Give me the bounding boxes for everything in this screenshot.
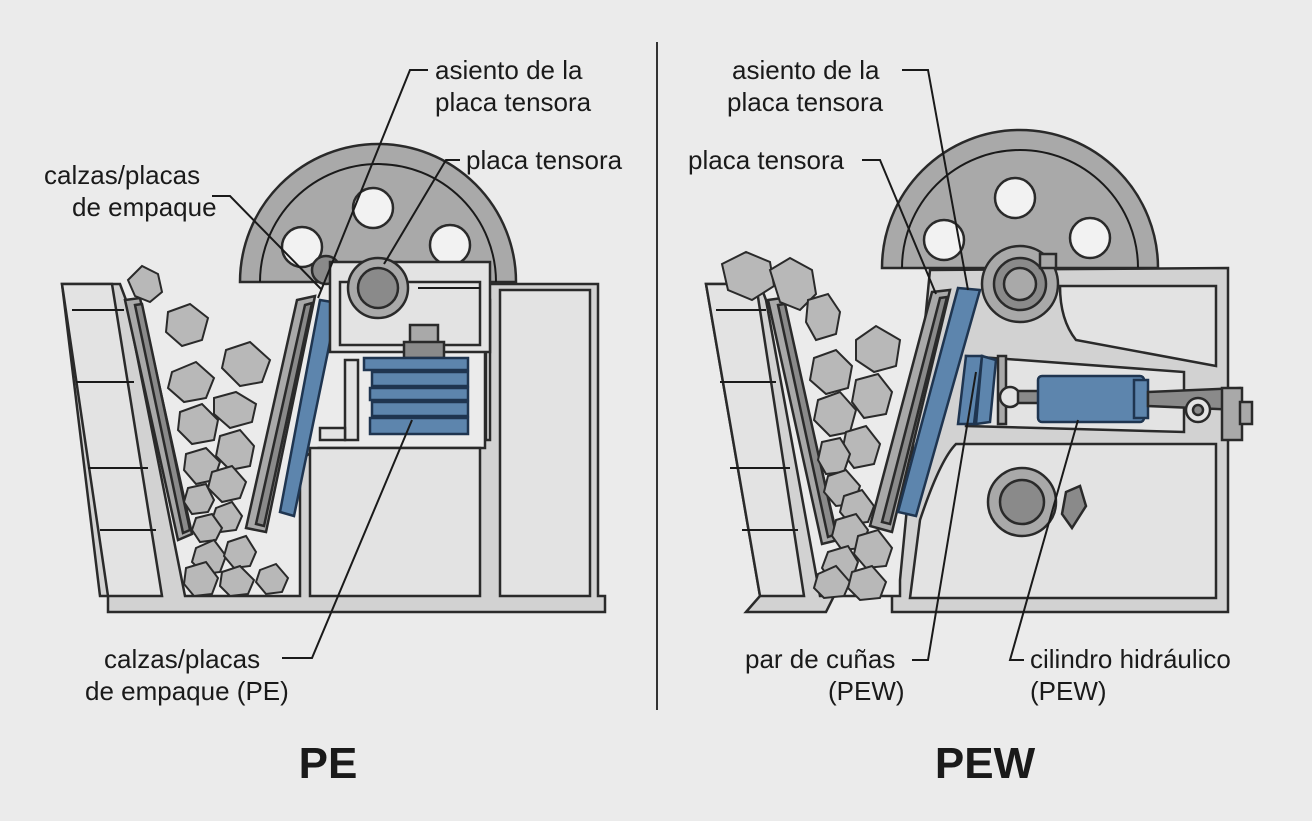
pew-cylinder-label-2: (PEW) (1030, 676, 1107, 706)
pe-toggle-seat-label-1: asiento de la (435, 55, 583, 85)
pe-labels: asiento de la placa tensora placa tensor… (44, 55, 623, 788)
pew-toggle-plate-label: placa tensora (688, 145, 845, 175)
pe-leaders (212, 69, 460, 659)
pew-crusher (704, 128, 1254, 614)
pew-toggle-seat-label-2: placa tensora (727, 87, 884, 117)
pew-title: PEW (935, 739, 1036, 788)
pew-lower-shaft (986, 466, 1088, 538)
pe-flywheel (238, 142, 518, 286)
pew-wedge-pair-label-2: (PEW) (828, 676, 905, 706)
pew-fixed-jaw (766, 296, 840, 546)
pew-wedge-pair (956, 354, 1008, 426)
pe-frame (60, 282, 607, 614)
pew-leaders (862, 69, 1079, 661)
pew-rocks (720, 250, 902, 602)
pe-rocks (126, 264, 290, 598)
pew-labels: asiento de la placa tensora placa tensor… (688, 55, 1231, 788)
pew-toggle-seat-label-1: asiento de la (732, 55, 880, 85)
pe-shims-label-1: calzas/placas (104, 644, 260, 674)
pe-toggle-seat-label-2: placa tensora (435, 87, 592, 117)
pe-title: PE (299, 739, 358, 788)
pe-eccentric-shaft (328, 256, 492, 354)
pew-eccentric-shaft (980, 244, 1060, 324)
pe-shims-top-label-1: calzas/placas (44, 160, 200, 190)
pe-shim-stack (362, 356, 470, 436)
pew-wedge-pair-label-1: par de cuñas (745, 644, 895, 674)
pew-hydraulic-cylinder (998, 374, 1254, 442)
pew-flywheel (880, 128, 1160, 270)
pe-fixed-jaw (123, 296, 194, 542)
pe-shims-top-label-2: de empaque (72, 192, 217, 222)
pew-swing-jaw (868, 286, 982, 534)
pew-cylinder-label-1: cilindro hidráulico (1030, 644, 1231, 674)
pe-crusher (60, 142, 607, 614)
pe-toggle-plate-label: placa tensora (466, 145, 623, 175)
pe-shims-label-2: de empaque (PE) (85, 676, 289, 706)
